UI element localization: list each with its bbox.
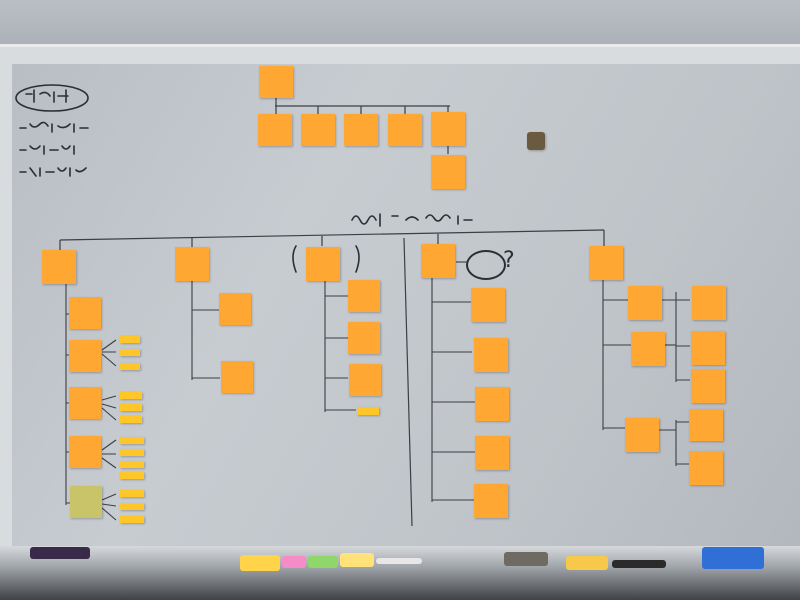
sticky-note-top-grandchild: [431, 155, 465, 189]
sticky-note-subitem: [689, 409, 723, 441]
sticky-note-top-child: [258, 114, 292, 146]
sticky-note-category: [421, 244, 455, 278]
mini-sticky-tab: [120, 363, 140, 370]
mini-sticky-tab: [120, 516, 144, 523]
sticky-pad: [282, 556, 306, 568]
mini-sticky-tab: [120, 404, 142, 411]
sticky-note-item: [349, 364, 381, 396]
mini-sticky-tab: [120, 490, 144, 497]
sticky-note-item: [471, 288, 505, 322]
sticky-note-subitem: [691, 331, 725, 365]
mini-sticky-tab: [120, 449, 144, 456]
sticky-note-root: [259, 66, 293, 98]
sticky-pad: [566, 556, 608, 570]
sticky-note-top-child: [388, 114, 422, 146]
mini-sticky-tab: [120, 503, 144, 510]
marker-tray: [0, 546, 800, 600]
circled-annotation: [466, 250, 506, 280]
sticky-note-subitem: [691, 369, 725, 403]
mini-sticky-tab: [120, 472, 144, 479]
whiteboard-eraser: [702, 547, 764, 569]
sticky-note-item: [348, 322, 380, 354]
marker: [30, 547, 90, 559]
sticky-note-item: [474, 484, 508, 518]
sticky-note-subitem: [692, 286, 726, 320]
sticky-note-item: [475, 436, 509, 470]
whiteboard-magnet: [527, 132, 545, 150]
marker: [612, 560, 666, 568]
sticky-note-category: [175, 247, 209, 281]
sticky-note-item: [625, 418, 659, 452]
sticky-pad: [340, 553, 374, 567]
sticky-note-item: [348, 280, 380, 312]
sticky-note-item: [475, 387, 509, 421]
sticky-note-item: [70, 486, 102, 518]
mini-sticky-tab: [120, 336, 140, 343]
tape-dispenser: [504, 552, 548, 566]
sticky-note-item: [69, 436, 101, 468]
sticky-note-item: [631, 332, 665, 366]
mini-sticky-tab: [120, 437, 144, 444]
sticky-note-item: [69, 387, 101, 419]
mini-sticky-tab: [120, 392, 142, 399]
sticky-note-top-child: [301, 114, 335, 146]
question-mark: ?: [503, 248, 515, 273]
sticky-pad: [240, 555, 280, 571]
mini-sticky-tab: [120, 461, 144, 468]
sticky-note-item: [221, 361, 253, 393]
sticky-note-category: [589, 246, 623, 280]
sticky-pad: [308, 556, 338, 568]
sticky-note-item: [474, 338, 508, 372]
sticky-note-item: [219, 293, 251, 325]
marker: [376, 558, 422, 564]
mini-sticky-tab: [357, 407, 379, 415]
sticky-note-item: [69, 340, 101, 372]
sticky-note-item: [69, 297, 101, 329]
mini-sticky-tab: [120, 416, 142, 423]
mini-sticky-tab: [120, 349, 140, 356]
sticky-note-subitem: [689, 451, 723, 485]
sticky-note-item: [628, 286, 662, 320]
sticky-note-top-child: [431, 112, 465, 146]
sticky-note-top-child: [344, 114, 378, 146]
sticky-note-category: [306, 247, 340, 281]
sticky-note-category: [42, 250, 76, 284]
